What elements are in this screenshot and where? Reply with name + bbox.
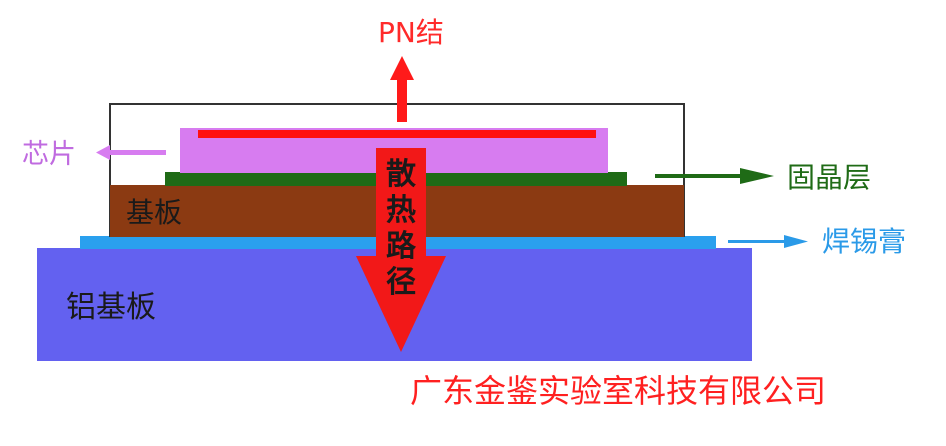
heat-path-text: 散 热 路 径 [386,157,417,300]
solder-paste-arrow [728,235,808,248]
heat-path-arrow [356,148,446,352]
aluminum-substrate-label: 铝基板 [66,290,156,325]
heat-path-char: 散 [386,157,416,192]
company-name: 广东金鉴实验室科技有限公司 [410,372,826,410]
heat-path-char: 热 [386,193,416,228]
substrate-label: 基板 [126,196,182,229]
pn-junction-arrow [390,56,414,122]
die-attach-label: 固晶层 [787,161,871,194]
heat-path-char: 径 [386,265,416,300]
pn-junction-label: PN结 [378,16,444,49]
die-attach-arrow [655,168,774,184]
chip-arrow [96,145,166,160]
heat-path-char: 路 [386,229,417,264]
chip-label: 芯片 [22,139,76,170]
solder-paste-label: 焊锡膏 [822,225,906,258]
pn-junction-bar [198,130,596,138]
